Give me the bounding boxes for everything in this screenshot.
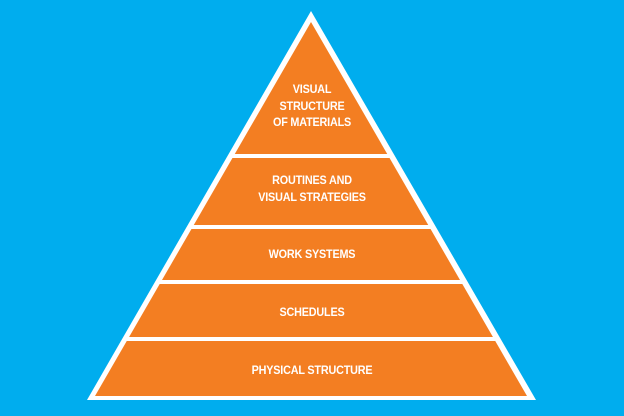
layer-work-systems [161,229,461,280]
layer-routines [193,158,429,225]
label-line: VISUAL STRATEGIES [258,189,366,204]
label-line: ROUTINES AND [272,173,352,187]
label-line: VISUAL [292,82,332,96]
layer-schedules [129,284,493,337]
layer-schedules-label: SCHEDULES [31,304,593,321]
layer-routines-label: ROUTINES AND VISUAL STRATEGIES [31,172,593,205]
layer-physical-structure [95,341,527,396]
layer-physical-structure-label: PHYSICAL STRUCTURE [31,362,593,379]
layer-work-systems-label: WORK SYSTEMS [31,246,593,263]
label-line: PHYSICAL STRUCTURE [251,363,373,377]
layer-visual-structure-label: VISUAL STRUCTURE OF MATERIALS [31,81,593,131]
label-line: STRUCTURE [279,98,345,113]
layer-visual-structure [234,22,388,154]
label-line: WORK SYSTEMS [268,247,356,261]
label-line: SCHEDULES [279,305,345,319]
label-line: OF MATERIALS [272,115,352,129]
